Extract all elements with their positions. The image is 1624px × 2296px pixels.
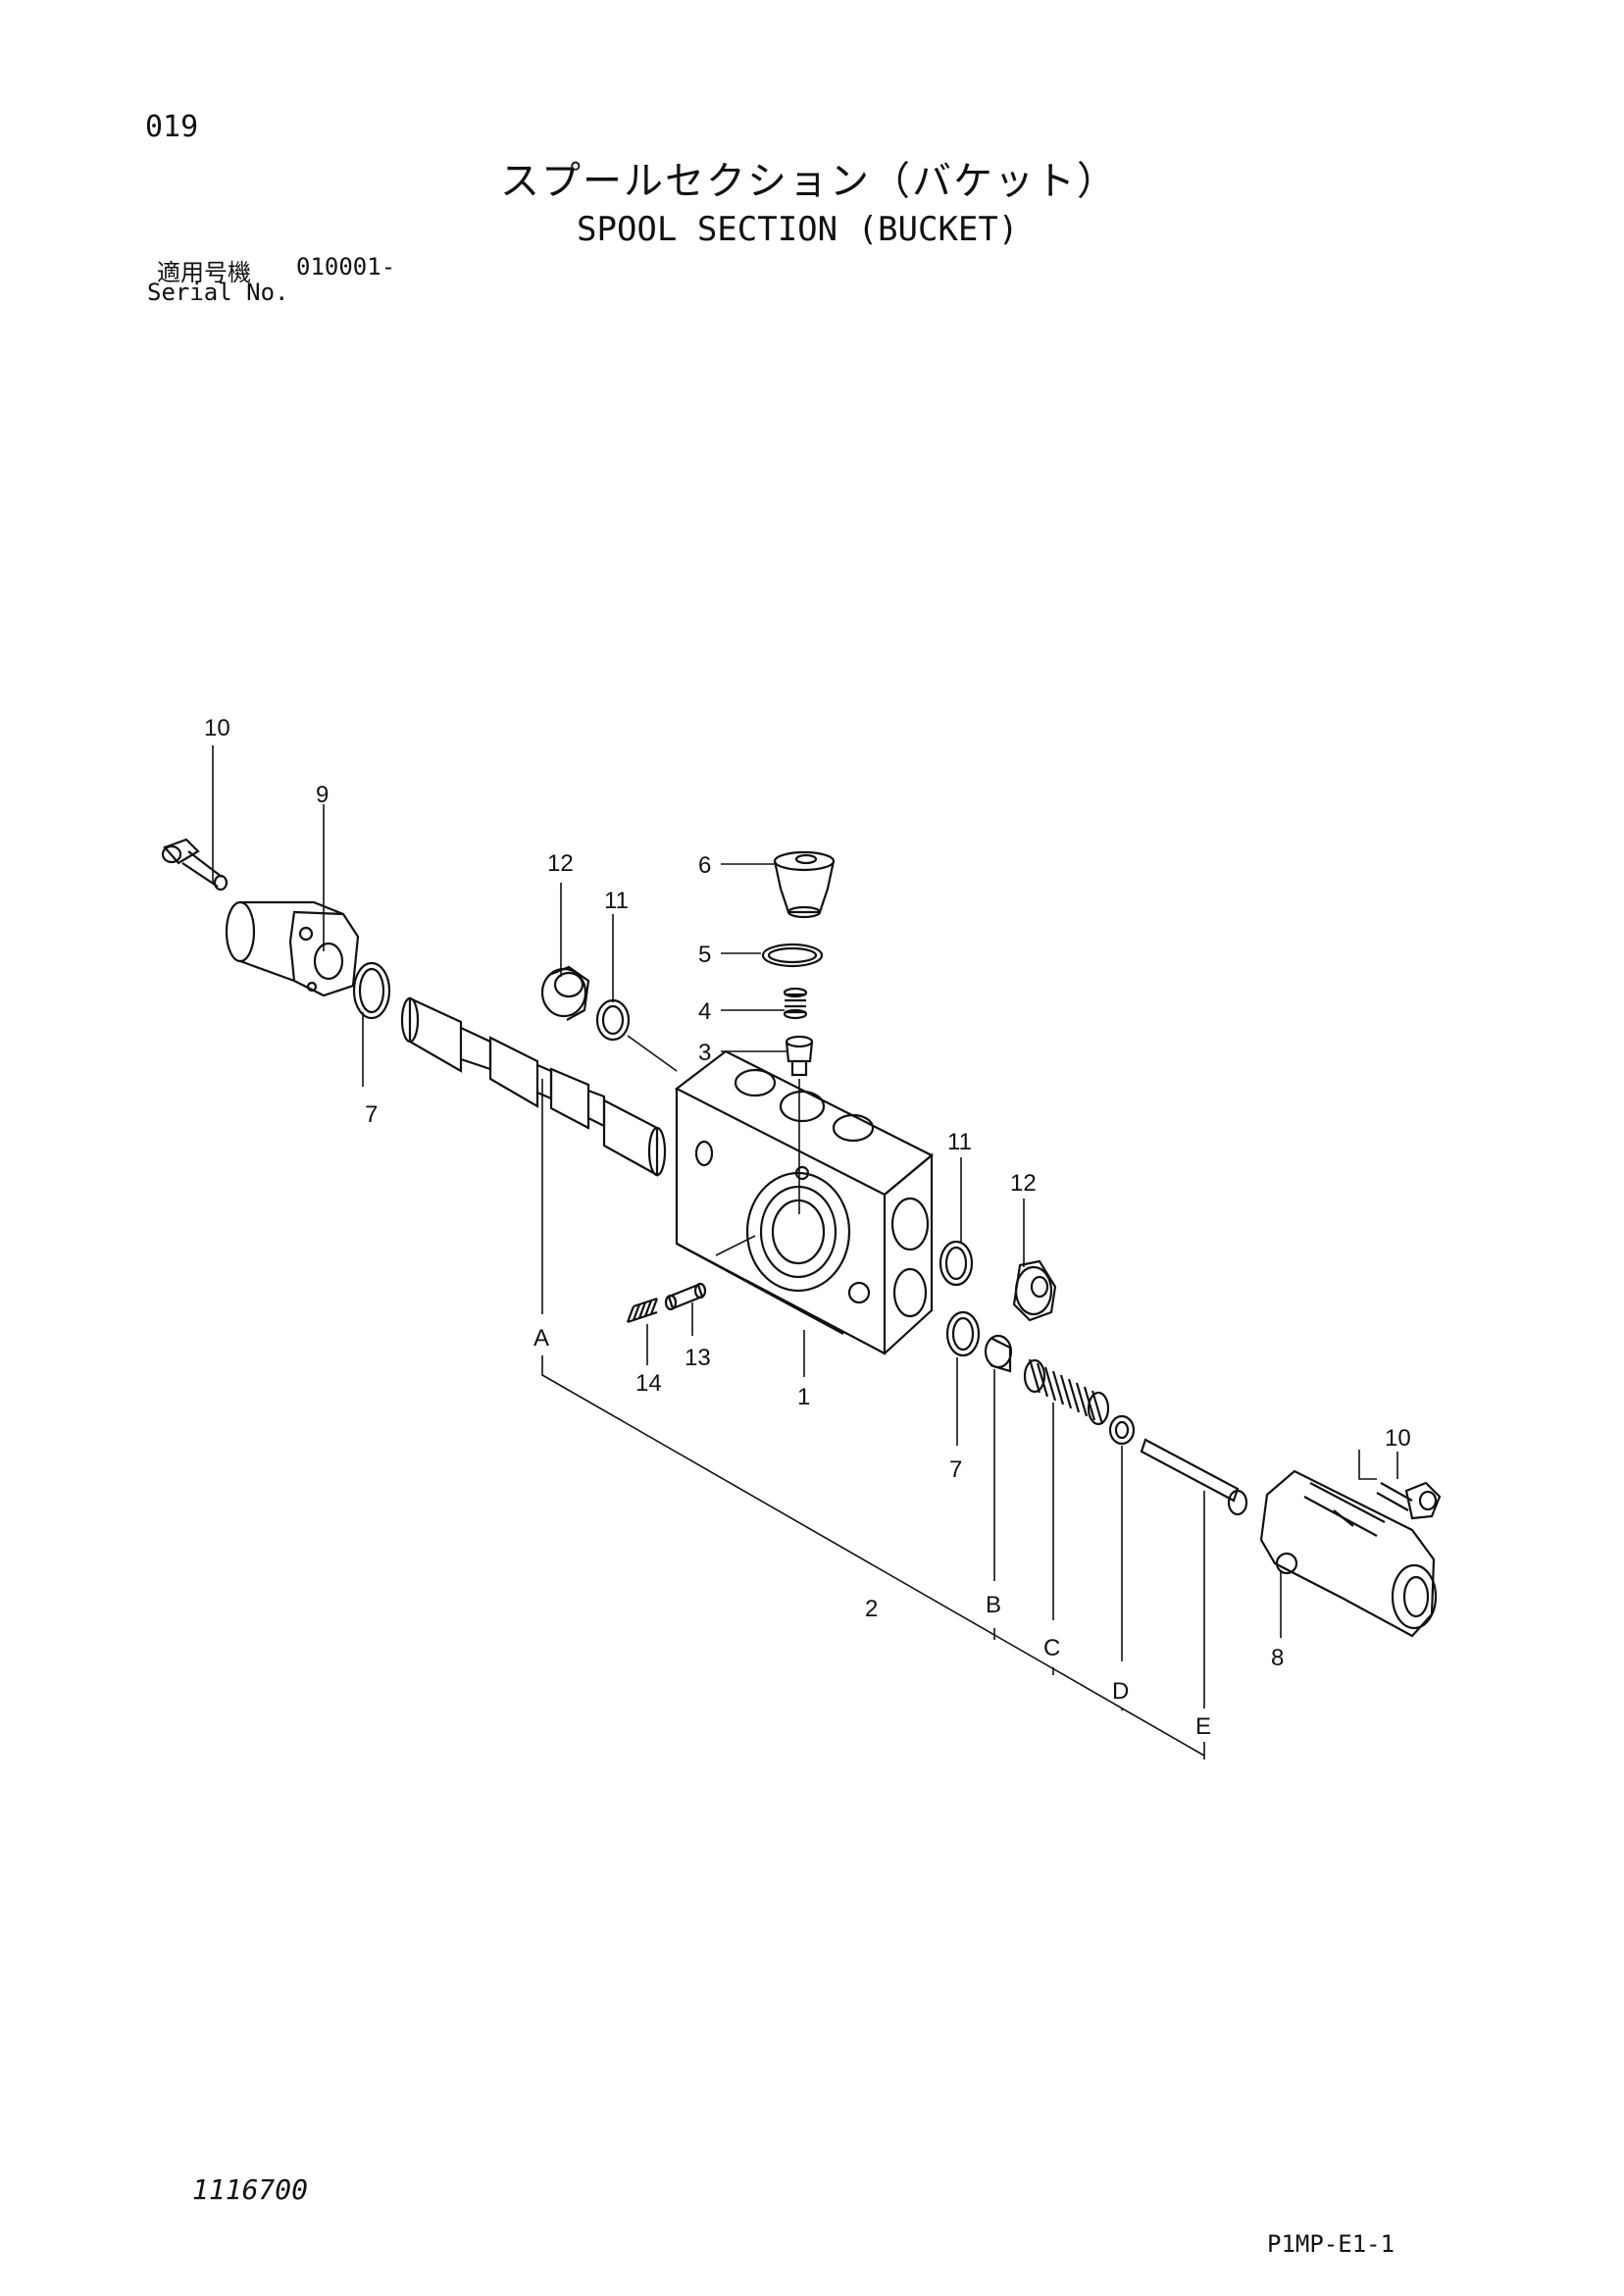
bolt-right: [1376, 1481, 1442, 1520]
poppet-3: [785, 1035, 814, 1077]
page-number: 019: [145, 110, 199, 144]
poppet-13: [664, 1282, 707, 1311]
callout-4: 4: [698, 998, 711, 1025]
cap-left: [225, 900, 360, 997]
page-title-jp: スプールセクション（バケット）: [500, 159, 1118, 204]
serial-value: 010001-: [296, 253, 396, 281]
o-ring-7-right: [945, 1310, 981, 1357]
callout-6: 6: [698, 852, 711, 879]
reference-code: 1116700: [192, 2173, 309, 2206]
callout-12-right: 12: [1010, 1170, 1037, 1197]
callout-labels: 10 9 7 12 11 6 5 4 3 11 12 A 13 14 1 7 2…: [204, 715, 1411, 1740]
callout-b: B: [986, 1592, 1001, 1618]
serial-label-en: Serial No.: [147, 279, 289, 306]
serial-label-jp: 適用号機: [157, 259, 251, 286]
spring-4: [783, 987, 808, 1020]
callout-10-right: 10: [1385, 1425, 1411, 1452]
callout-d: D: [1112, 1678, 1129, 1705]
callout-11-left: 11: [604, 888, 629, 914]
callout-1: 1: [797, 1384, 810, 1410]
callout-14: 14: [635, 1370, 662, 1397]
callout-12-left: 12: [547, 850, 574, 877]
leader-lines: [212, 745, 1398, 1760]
callout-3: 3: [698, 1040, 711, 1066]
cap-right: [1259, 1469, 1438, 1638]
spring-c: [1023, 1358, 1110, 1426]
page-title-en: SPOOL SECTION (BUCKET): [577, 210, 1019, 249]
callout-7-right: 7: [949, 1456, 962, 1483]
callout-9: 9: [316, 782, 329, 808]
page-code: P1MP-E1-1: [1267, 2230, 1396, 2258]
callout-a: A: [533, 1325, 549, 1352]
callout-7-left: 7: [365, 1101, 378, 1128]
plug-12-right: [1012, 1259, 1057, 1322]
washer-d: [1108, 1414, 1136, 1446]
o-ring-5: [761, 943, 824, 968]
callout-c: C: [1043, 1635, 1060, 1661]
callout-11-right: 11: [947, 1129, 972, 1155]
callout-2: 2: [865, 1596, 878, 1622]
o-ring-11-left: [595, 998, 631, 1042]
callout-e: E: [1195, 1713, 1211, 1740]
plug-12-left: [540, 965, 590, 1021]
stopper-e: [1140, 1438, 1248, 1516]
callout-8: 8: [1271, 1645, 1284, 1671]
bolt-left: [161, 838, 228, 892]
callout-13: 13: [685, 1345, 711, 1371]
spool: [400, 996, 667, 1177]
callout-5: 5: [698, 942, 711, 968]
spring-seat-b: [984, 1334, 1013, 1373]
callout-10-left: 10: [204, 715, 230, 741]
valve-body: [674, 1049, 934, 1355]
o-ring-7-left: [352, 961, 391, 1020]
spring-14: [626, 1297, 659, 1324]
o-ring-11-right: [939, 1240, 974, 1287]
plug-6: [773, 850, 836, 919]
